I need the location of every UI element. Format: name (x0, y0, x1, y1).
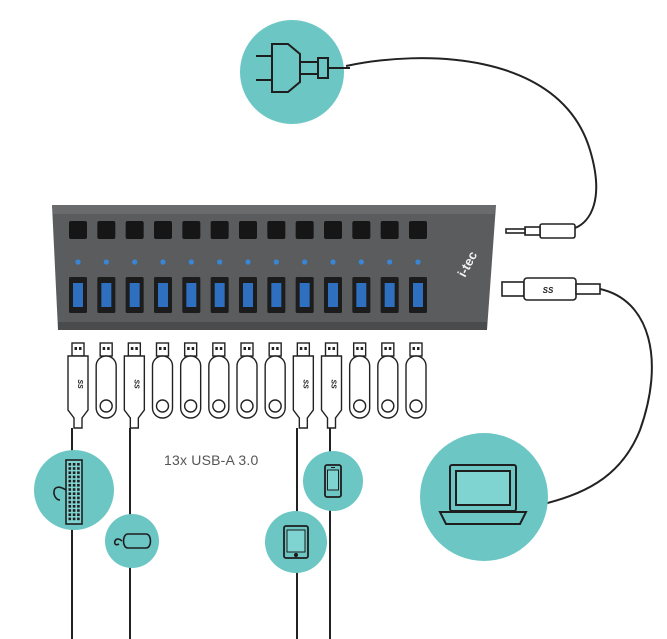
usb-a-port (97, 277, 116, 313)
usb-cable-plug: SS (123, 342, 146, 429)
keyboard-icon (53, 459, 83, 525)
port-switch (352, 221, 371, 239)
power-circle (240, 20, 344, 124)
port-led (358, 259, 364, 265)
port-switch (380, 221, 399, 239)
dc-plug (505, 223, 576, 239)
usb-a-ports (69, 277, 427, 313)
svg-text:SS: SS (543, 286, 554, 295)
svg-text:SS: SS (301, 379, 308, 389)
usb-a-port (69, 277, 87, 313)
usb-a-port (154, 277, 172, 313)
usb-flash-drive (264, 342, 286, 419)
power-plug-icon (256, 43, 350, 93)
usb-a-port (210, 277, 229, 313)
svg-text:SS: SS (330, 379, 337, 389)
usb-flash-drive (377, 342, 399, 419)
usb-flash-drive (236, 342, 258, 419)
smartphone-device (303, 451, 363, 511)
usb-hub: i-tec (52, 205, 496, 330)
port-led (75, 259, 81, 265)
svg-text:SS: SS (76, 379, 83, 389)
usb-a-port (295, 277, 314, 313)
port-leds (75, 259, 421, 265)
port-led (415, 259, 421, 265)
usb-flash-drive (405, 342, 427, 419)
tablet-icon (283, 525, 309, 559)
port-led (132, 259, 138, 265)
laptop-device (420, 433, 548, 561)
usb-flash-drive (179, 342, 202, 419)
usb-cable-plug: SS (320, 342, 343, 429)
mouse-device (105, 514, 159, 568)
port-switch (97, 221, 116, 239)
port-led (103, 259, 109, 265)
power-adapter (240, 20, 350, 124)
port-led (245, 259, 251, 265)
usb-a-port (324, 277, 342, 313)
usb-a-port (409, 277, 427, 313)
svg-text:SS: SS (132, 379, 139, 389)
port-caption: 13x USB-A 3.0 (164, 452, 259, 468)
usb-cable-plug: SS (67, 342, 89, 429)
laptop-icon (438, 464, 528, 525)
port-switch (267, 221, 286, 239)
port-led (188, 259, 194, 265)
port-switch (154, 221, 172, 239)
usb-flash-drive (208, 342, 230, 419)
port-switch (409, 221, 427, 239)
usb-a-port (380, 277, 399, 313)
usb-a-port (352, 277, 371, 313)
mouse-icon (113, 533, 152, 549)
usb-a-port (239, 277, 257, 313)
port-led (273, 259, 279, 265)
usb-a-port (182, 277, 201, 313)
usb-a-port (125, 277, 144, 313)
power-cable (345, 57, 598, 229)
port-switch (125, 221, 144, 239)
port-switch (210, 221, 229, 239)
port-switch (239, 221, 257, 239)
tablet-device (265, 511, 327, 573)
usb-flash-drive (151, 342, 174, 419)
port-led (160, 259, 166, 265)
port-led (387, 259, 393, 265)
smartphone-icon (324, 464, 342, 498)
port-switch (295, 221, 314, 239)
port-led (330, 259, 336, 265)
port-switches (69, 221, 427, 239)
port-led (217, 259, 223, 265)
port-switch (324, 221, 342, 239)
usb-flash-drives: SS SS SS SS (67, 342, 427, 429)
usb-a-port (267, 277, 286, 313)
usb-flash-drive (348, 342, 371, 419)
upstream-cable (539, 288, 653, 506)
keyboard-device (34, 450, 114, 530)
port-led (302, 259, 308, 265)
usb-b-plug: SS (501, 277, 601, 301)
usb-cable-plug: SS (292, 342, 315, 429)
port-switch (182, 221, 201, 239)
port-switch (69, 221, 87, 239)
usb-flash-drive (95, 342, 117, 419)
